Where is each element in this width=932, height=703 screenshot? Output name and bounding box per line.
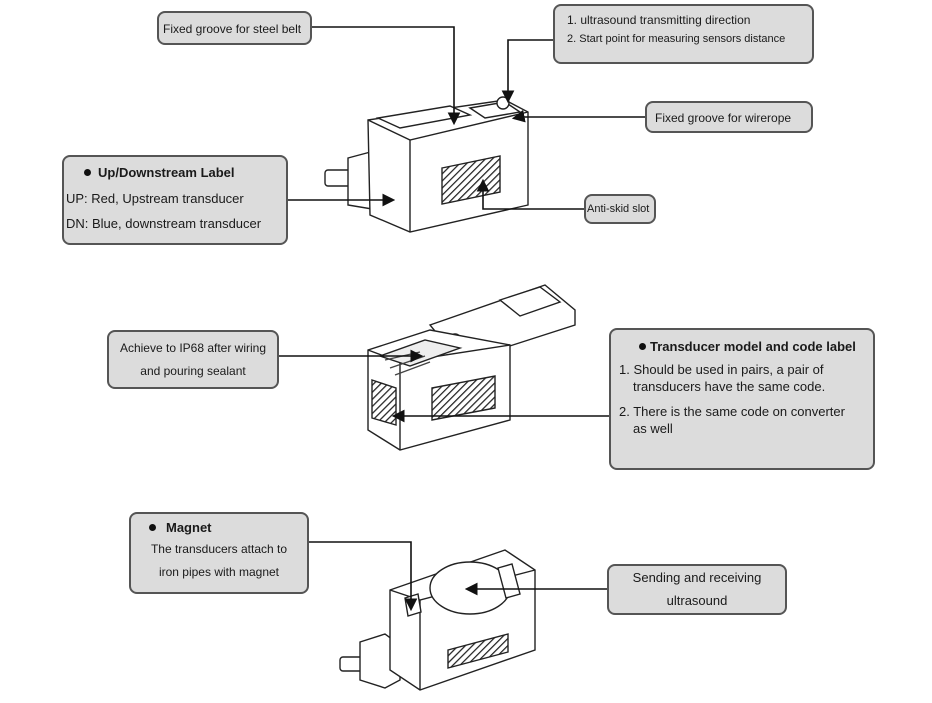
callout-magnet: Magnet The transducers attach to iron pi… [129,512,309,594]
leader-magnet [307,541,418,612]
leader-lines [277,26,645,612]
wirerope-text: Fixed groove for wirerope [655,111,792,125]
callout-model-code: Transducer model and code label 1. Shoul… [609,328,875,470]
ultrasound-direction-line-1: 1. ultrasound transmitting direction [567,13,751,27]
callout-anti-skid: Anti-skid slot [584,194,656,224]
steel-belt-groove [375,105,473,129]
leader-ultrasound-direction [501,39,555,104]
up-down-line-1: UP: Red, Upstream transducer [66,191,244,207]
steel-belt-text: Fixed groove for steel belt [163,22,302,36]
bottom-transducer-drawing [339,549,536,691]
side-code-label [371,379,397,426]
ultrasound-direction-line-2: 2. Start point for measuring sensors dis… [567,33,786,45]
anti-skid-text: Anti-skid slot [587,203,650,215]
anti-skid-hatching [441,155,501,205]
up-down-title-row: Up/Downstream Label [64,165,286,181]
bullet-icon [84,169,91,177]
callout-steel-belt: Fixed groove for steel belt [157,11,312,45]
magnet-title-row: Magnet [131,520,307,536]
model-code-item-2-line-2: as well [633,420,673,436]
magnet-line-2: iron pipes with magnet [158,565,280,580]
model-code-item-1-line-1: 1. Should be used in pairs, a pair of [619,361,824,377]
magnet-slot [404,593,422,617]
bullet-icon [149,524,156,532]
model-code-item-2-line-1: 2. There is the same code on converter [619,403,845,419]
bottom-anti-skid [447,633,509,669]
model-code-title-row: Transducer model and code label [619,339,865,356]
middle-transducer-drawing [367,284,576,451]
up-down-line-2: DN: Blue, downstream transducer [66,215,262,231]
callout-ultrasound-direction: 1. ultrasound transmitting direction 2. … [553,4,814,64]
magnet-line-1: The transducers attach to [150,542,288,557]
up-down-title: Up/Downstream Label [98,165,235,180]
leader-steel-belt [311,26,461,126]
callout-up-down-label: Up/Downstream Label UP: Red, Upstream tr… [62,155,288,245]
leader-wirerope [511,109,645,123]
sending-receiving-line-2: ultrasound [666,593,728,609]
ip68-line-1: Achieve to IP68 after wiring [119,341,267,355]
top-transducer-drawing [324,96,529,233]
model-code-item-1-line-2: transducers have the same code. [633,378,826,394]
callout-ip68: Achieve to IP68 after wiring and pouring… [107,330,279,389]
leader-anti-skid [476,178,585,210]
ip68-line-2: and pouring sealant [140,364,246,378]
bullet-icon [639,343,646,351]
callout-wirerope: Fixed groove for wirerope [645,101,813,133]
model-code-title: Transducer model and code label [650,339,856,354]
sending-receiving-line-1: Sending and receiving [632,570,762,585]
middle-anti-skid [431,375,496,421]
magnet-title: Magnet [166,520,212,535]
callout-sending-receiving: Sending and receiving ultrasound [607,564,787,615]
